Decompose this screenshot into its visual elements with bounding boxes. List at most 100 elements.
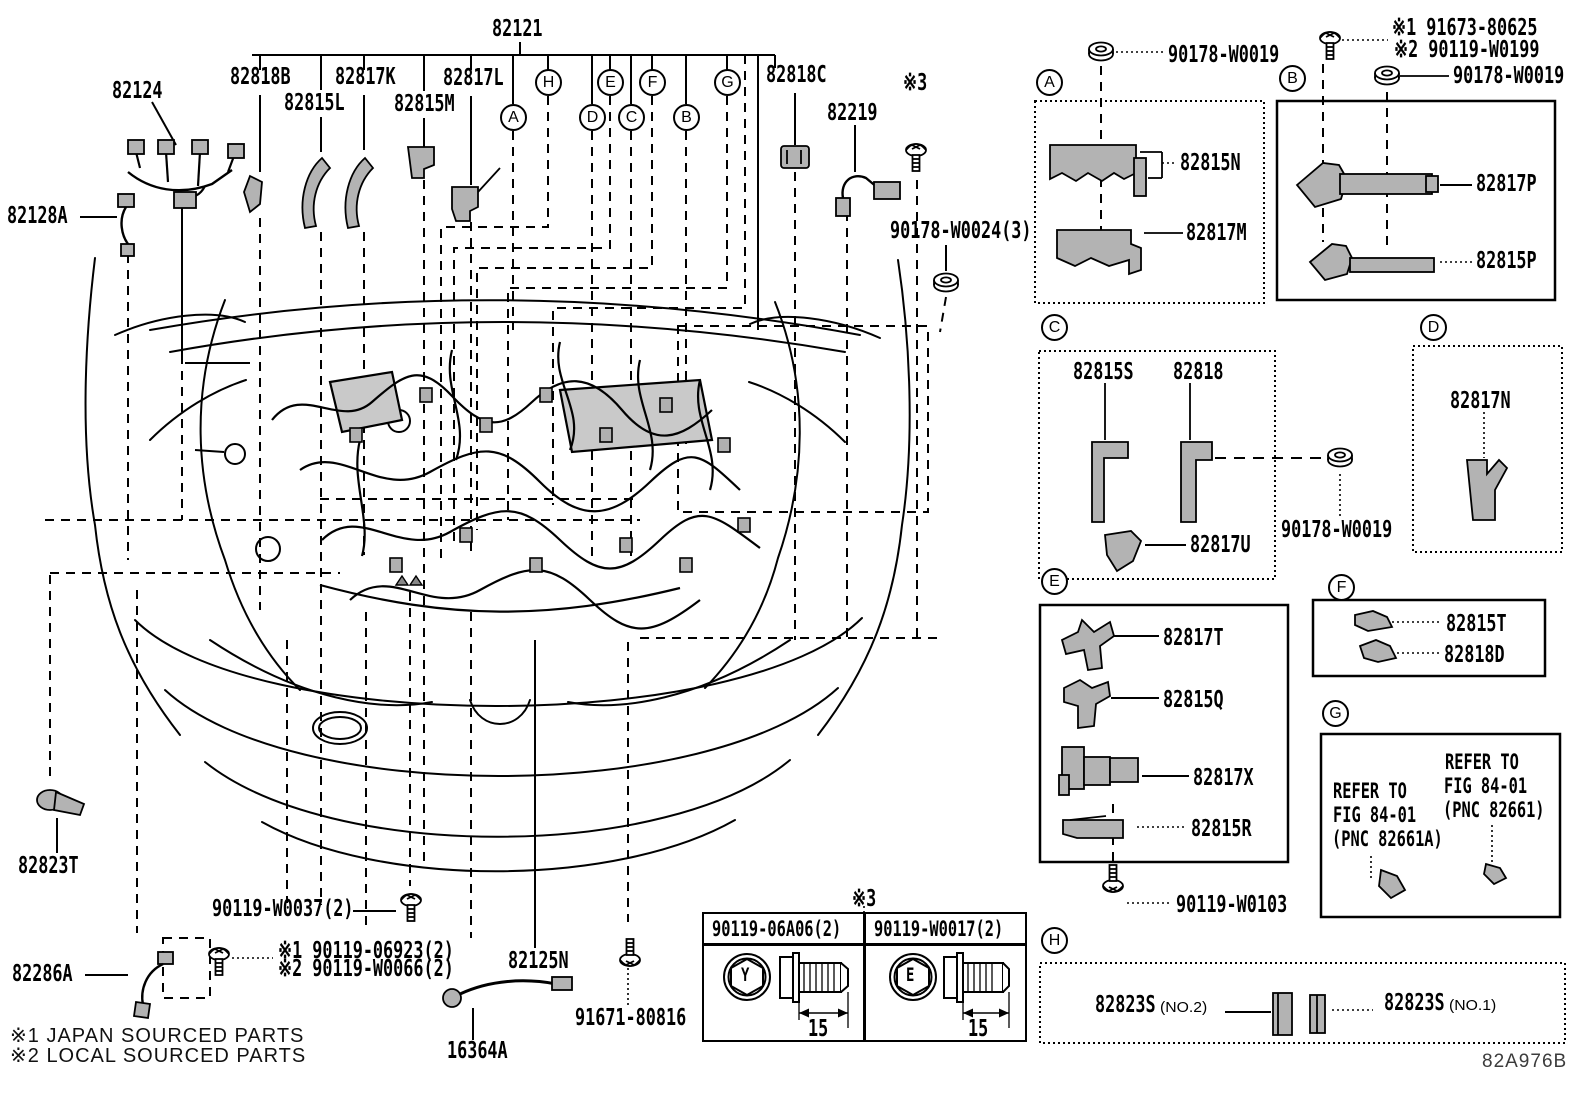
part-82817T-icon <box>1060 618 1116 672</box>
part-pnc82661-icon <box>1483 862 1508 886</box>
tree-bracket <box>252 42 776 330</box>
callout-e-main: E <box>597 69 624 96</box>
label-16364A: 16364A <box>447 1038 508 1064</box>
label-82815R: 82815R <box>1191 816 1252 842</box>
label-82219: 82219 <box>827 100 878 126</box>
label-g-left-fig: FIG 84-01 <box>1333 803 1417 827</box>
label-82823S-no1: 82823S (NO.1) <box>1384 990 1497 1016</box>
label-82823S-no2-num: 82823S <box>1095 992 1156 1018</box>
panel-d-letter: D <box>1420 314 1447 341</box>
part-82815T-icon <box>1354 610 1394 632</box>
part-82817M-icon <box>1056 229 1142 276</box>
label-82815T: 82815T <box>1446 611 1507 637</box>
label-82817L: 82817L <box>443 65 504 91</box>
panel-a-letter: A <box>1036 69 1063 96</box>
panel-e-letter: E <box>1041 568 1068 595</box>
label-82286A: 82286A <box>12 961 73 987</box>
label-82823T: 82823T <box>18 853 79 879</box>
label-82815S: 82815S <box>1073 359 1134 385</box>
label-82817P: 82817P <box>1476 171 1537 197</box>
part-82818B-icon <box>243 174 263 214</box>
part-82286A-icon <box>132 951 174 1020</box>
label-91671-80816: 91671-80816 <box>575 1005 687 1031</box>
part-82823S-no2-icon <box>1272 992 1293 1036</box>
part-82817N-icon <box>1466 458 1509 521</box>
car-outline <box>84 257 911 873</box>
label-82817N: 82817N <box>1450 388 1511 414</box>
table-col2-header: 90119-W0017(2) <box>874 917 1004 941</box>
part-82823T-icon <box>36 789 86 817</box>
label-82823S-no1-num: 82823S <box>1384 990 1445 1016</box>
part-82817U-icon <box>1104 530 1143 573</box>
part-82815M-icon <box>406 146 435 179</box>
part-82817P-icon <box>1295 162 1439 209</box>
label-g-left-refer: REFER TO <box>1333 779 1407 803</box>
table-col2-length: 15 <box>968 1016 989 1042</box>
label-82121: 82121 <box>492 16 543 42</box>
label-82823S-no2-suffix: (NO.2) <box>1160 999 1208 1016</box>
panel-part-icons <box>1049 144 1509 1036</box>
label-82124: 82124 <box>112 78 163 104</box>
label-g-right-fig: FIG 84-01 <box>1444 774 1528 798</box>
panel-f-letter: F <box>1328 574 1355 601</box>
label-82818: 82818 <box>1173 359 1224 385</box>
label-82125N: 82125N <box>508 948 569 974</box>
note-local-sourced: ※2 LOCAL SOURCED PARTS <box>10 1045 307 1067</box>
part-82823S-no1-icon <box>1309 994 1326 1034</box>
callout-h-main: H <box>535 69 562 96</box>
part-pnc82661A-icon <box>1378 868 1407 900</box>
harness-art <box>271 341 761 630</box>
panel-boxes <box>1034 99 1566 1044</box>
dotted-leaders <box>232 957 629 1005</box>
callout-a-main: A <box>500 104 527 131</box>
table-col1-header: 90119-06A06(2) <box>712 917 842 941</box>
label-91673-80625: ※1 91673-80625 <box>1392 15 1538 41</box>
part-82125N-icon <box>442 976 573 1008</box>
label-82818D: 82818D <box>1444 642 1505 668</box>
label-g-right-refer: REFER TO <box>1445 750 1519 774</box>
label-82815L: 82815L <box>284 90 345 116</box>
panel-c-letter: C <box>1041 314 1068 341</box>
label-82815N: 82815N <box>1180 150 1241 176</box>
part-82815R-icon <box>1062 815 1124 839</box>
panel-h-letter: H <box>1041 927 1068 954</box>
bolt-table-art <box>723 906 1010 1028</box>
label-82128A: 82128A <box>7 203 68 229</box>
part-82124-icon <box>127 139 245 209</box>
part-82817X-icon <box>1058 746 1139 796</box>
label-b-90178-W0019: 90178-W0019 <box>1453 63 1565 89</box>
part-82817L-icon <box>451 167 501 222</box>
callout-f-main: F <box>639 69 666 96</box>
label-90119-W0066: ※2 90119-W0066(2) <box>278 956 454 982</box>
label-82823S-no1-suffix: (NO.1) <box>1449 997 1497 1014</box>
label-82817U: 82817U <box>1190 532 1251 558</box>
bolt-table-vdivider <box>863 912 866 1042</box>
label-82818B: 82818B <box>230 64 291 90</box>
label-ref3-top: ※3 <box>903 70 928 96</box>
table-col1-length: 15 <box>808 1016 829 1042</box>
part-82815N-icon <box>1049 144 1147 197</box>
label-82817K: 82817K <box>335 64 396 90</box>
label-82815Q: 82815Q <box>1163 687 1224 713</box>
part-82818C-icon <box>780 145 810 169</box>
part-82815S-icon <box>1091 441 1129 523</box>
part-82815L-icon <box>301 156 332 230</box>
label-ref3-table: ※3 <box>852 886 877 912</box>
main-part-icons <box>36 139 901 1020</box>
part-82815P-icon <box>1308 243 1435 282</box>
part-82818D-icon <box>1358 639 1398 663</box>
panel-g-letter: G <box>1322 700 1349 727</box>
label-82815M: 82815M <box>394 91 455 117</box>
callout-b-main: B <box>673 104 700 131</box>
note-japan-sourced: ※1 JAPAN SOURCED PARTS <box>10 1025 305 1047</box>
part-82818-icon <box>1180 441 1213 523</box>
callout-c-main: C <box>618 104 645 131</box>
solid-leaders <box>56 93 947 1040</box>
table-col1-head-letter: Y <box>741 964 750 986</box>
table-col2-head-letter: E <box>906 964 915 986</box>
label-82823S-no2: 82823S (NO.2) <box>1095 992 1208 1018</box>
label-90119-W0199: ※2 90119-W0199 <box>1394 37 1540 63</box>
label-g-right-pnc: (PNC 82661) <box>1443 798 1545 822</box>
